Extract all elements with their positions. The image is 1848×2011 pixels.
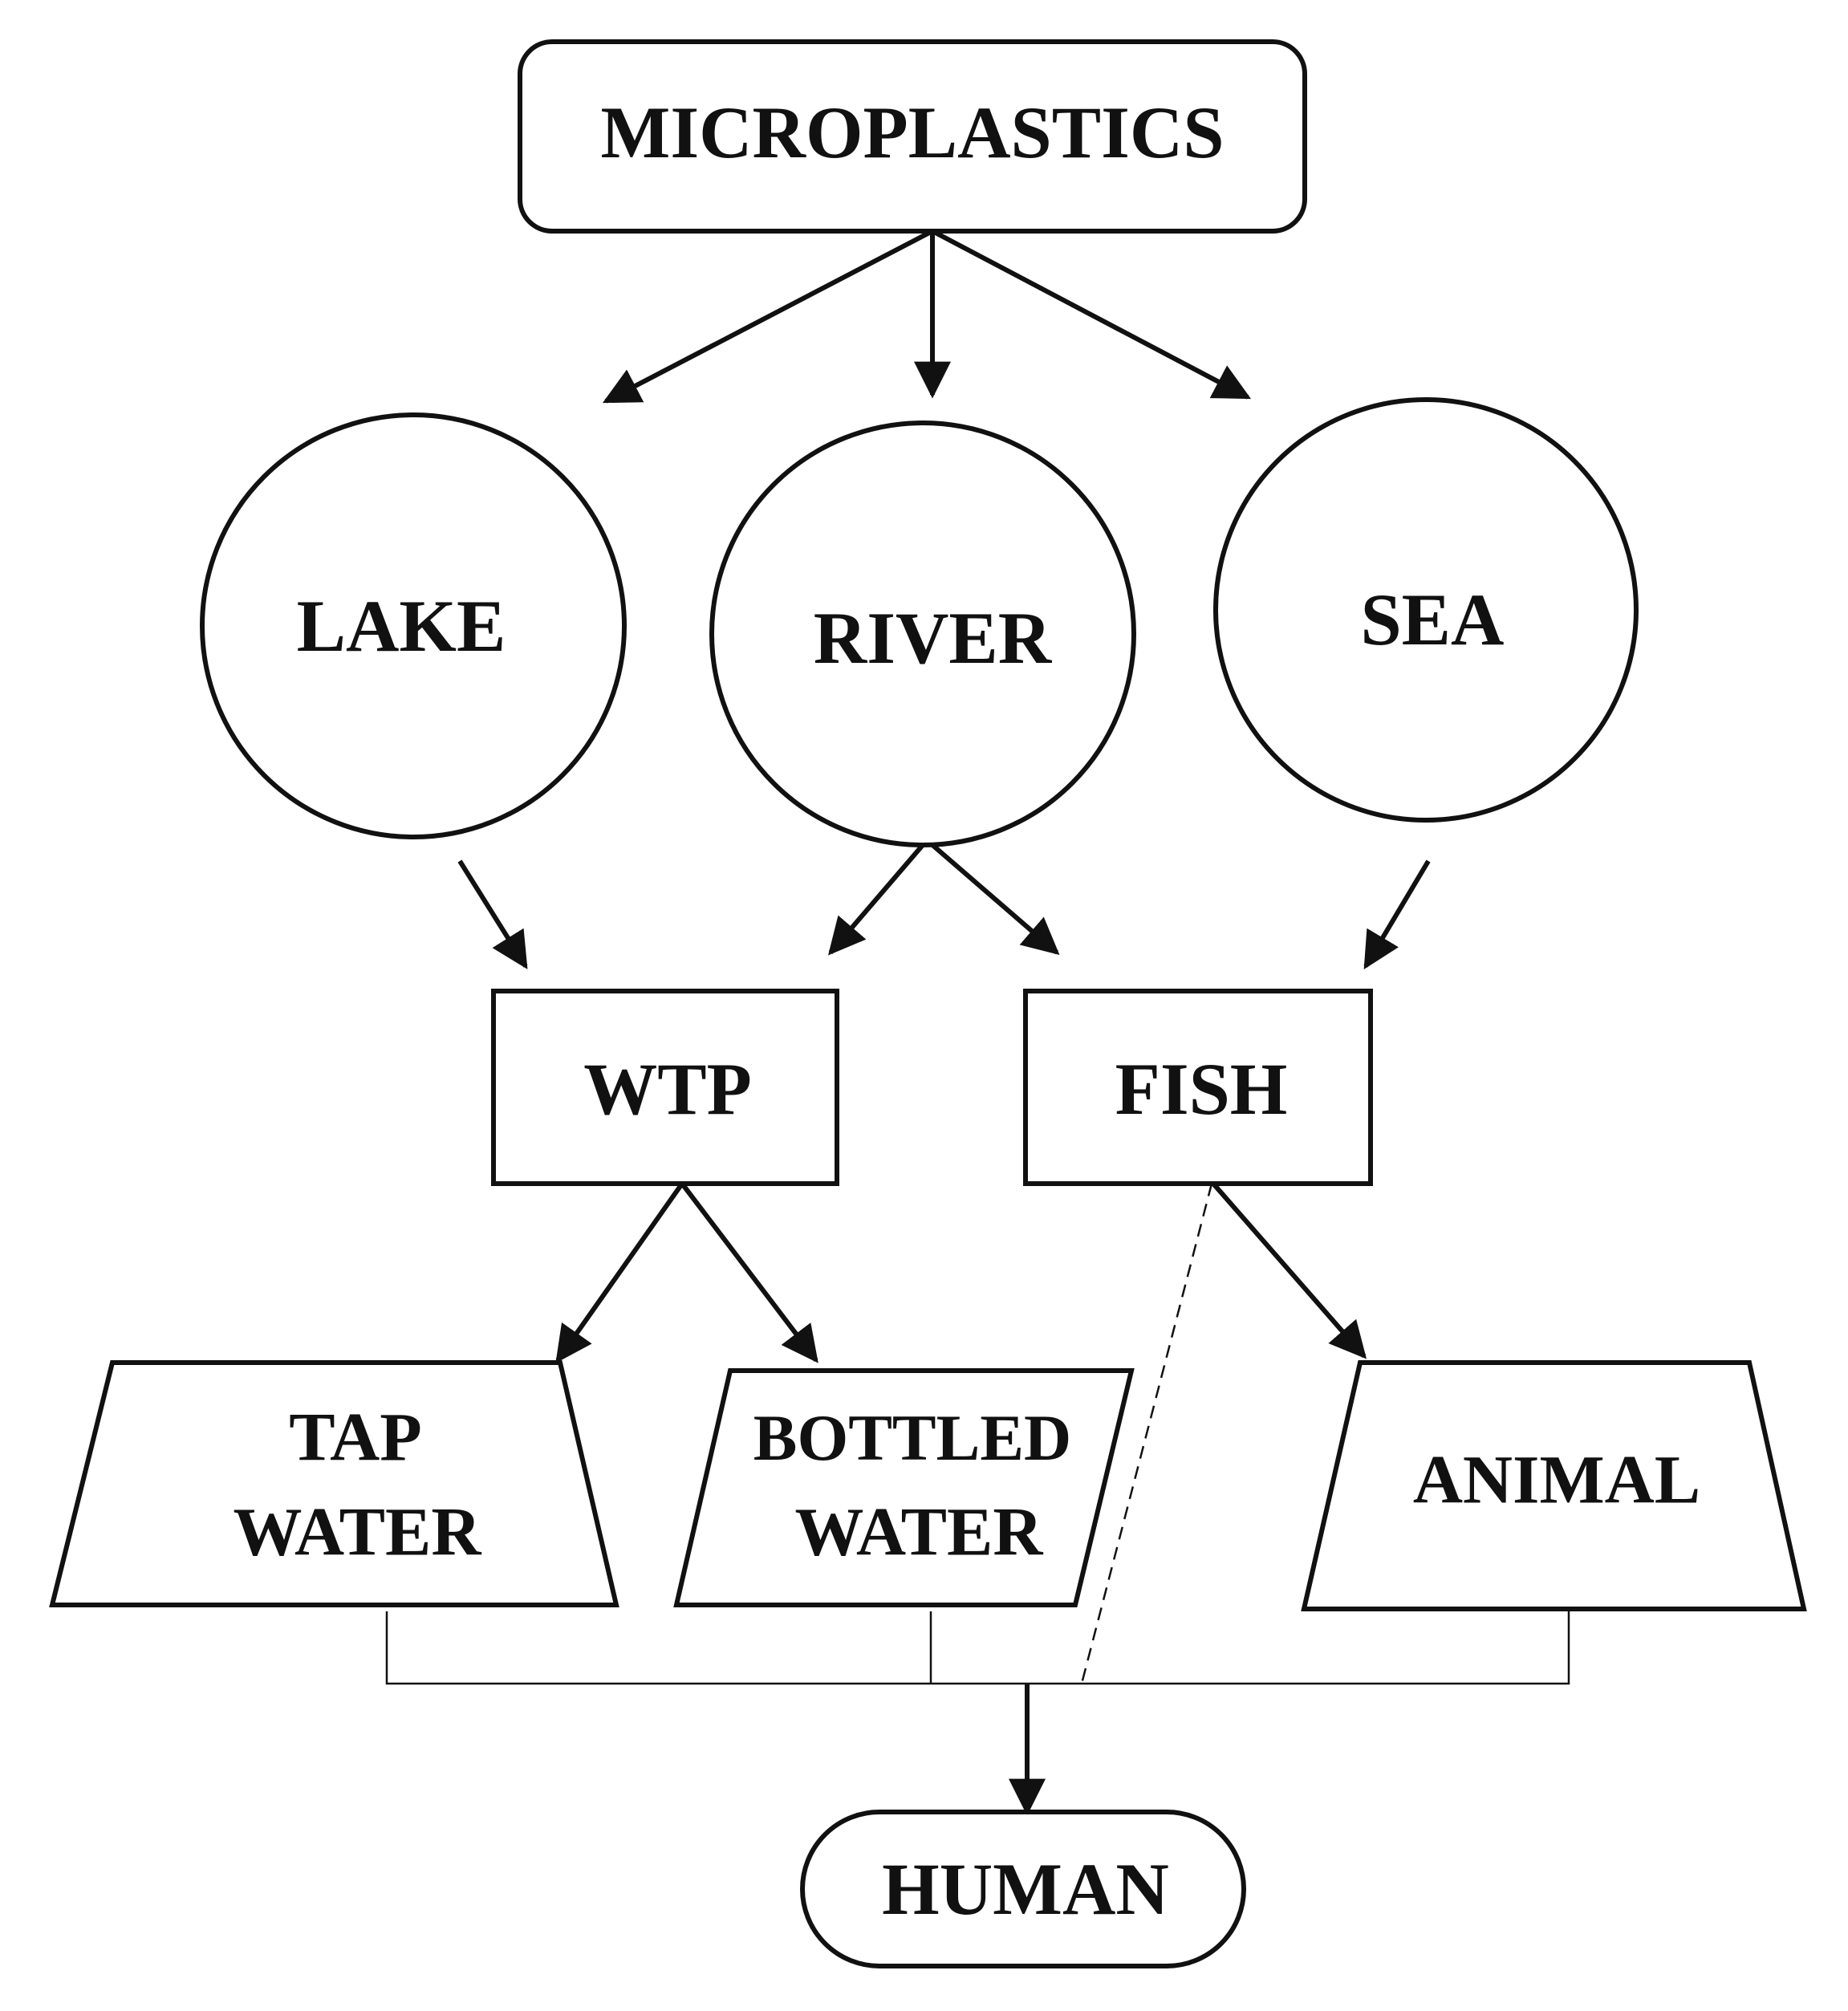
edge-sea-fish (1363, 859, 1431, 969)
edges (385, 229, 1570, 1816)
node-animal: ANIMAL (1301, 1360, 1807, 1611)
label-sea: SEA (1361, 579, 1505, 660)
edge-microplastics-lake (602, 229, 934, 404)
edge-river-wtp (828, 843, 925, 956)
label-microplastics: MICROPLASTICS (600, 91, 1224, 173)
label-fish: FISH (1115, 1048, 1288, 1130)
label-bottled-water-line1: BOTTLED (753, 1401, 1071, 1474)
node-tap-water: TAP WATER (49, 1360, 619, 1607)
label-wtp: WTP (583, 1048, 752, 1130)
node-lake: LAKE (200, 412, 627, 839)
label-animal: ANIMAL (1413, 1441, 1700, 1518)
edge-microplastics-sea (931, 229, 1252, 400)
edge-fish-human-dashed (1080, 1183, 1213, 1684)
bracket-to-human (385, 1611, 1570, 1685)
node-river: RIVER (709, 420, 1136, 847)
label-lake: LAKE (297, 585, 506, 667)
node-fish: FISH (1023, 989, 1373, 1186)
node-bottled-water: BOTTLED WATER (673, 1368, 1135, 1607)
node-wtp: WTP (491, 989, 839, 1186)
label-tap-water-line2: WATER (233, 1493, 481, 1570)
node-sea: SEA (1213, 397, 1639, 823)
node-microplastics: MICROPLASTICS (518, 39, 1307, 234)
node-human: HUMAN (800, 1810, 1246, 1968)
edge-wtp-tapwater (555, 1182, 684, 1363)
label-bottled-water-line2: WATER (794, 1493, 1043, 1570)
label-river: RIVER (814, 597, 1053, 679)
edge-river-fish (931, 843, 1060, 956)
label-human: HUMAN (882, 1848, 1169, 1930)
edge-lake-wtp (457, 859, 528, 969)
edge-fish-animal (1211, 1182, 1367, 1359)
edge-wtp-bottledwater (680, 1182, 818, 1363)
label-tap-water-line1: TAP (289, 1399, 422, 1476)
